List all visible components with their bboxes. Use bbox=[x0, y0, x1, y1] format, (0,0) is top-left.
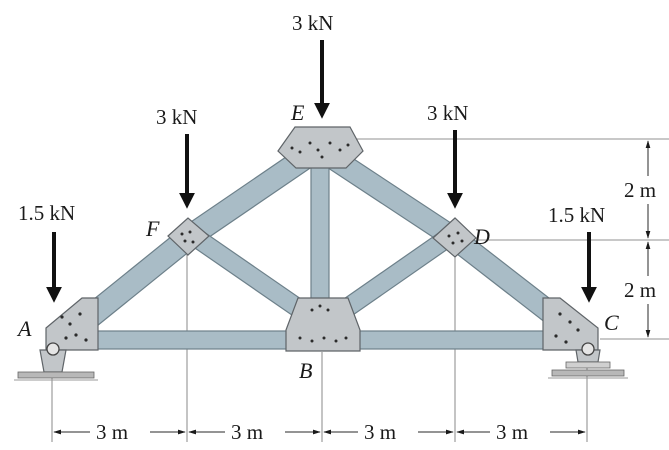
load-label-F: 3 kN bbox=[156, 105, 197, 129]
dim-label-h3: 3 m bbox=[364, 420, 396, 444]
dim-label-h4: 3 m bbox=[496, 420, 528, 444]
load-label-E: 3 kN bbox=[292, 11, 333, 35]
gusset-plate-D bbox=[432, 217, 477, 258]
node-label-A: A bbox=[16, 316, 32, 341]
load-label-D: 3 kN bbox=[427, 101, 468, 125]
gusset-plates bbox=[45, 126, 599, 352]
roller-support-C bbox=[548, 342, 628, 379]
node-label-F: F bbox=[145, 216, 160, 241]
node-labels: A F E D B C bbox=[16, 100, 619, 383]
dim-label-h2: 3 m bbox=[231, 420, 263, 444]
pin-support-A bbox=[14, 342, 98, 381]
gusset-plate-C bbox=[542, 297, 599, 351]
gusset-plate-E bbox=[277, 126, 364, 169]
load-labels: 1.5 kN 3 kN 3 kN 3 kN 1.5 kN bbox=[18, 11, 605, 227]
node-label-E: E bbox=[290, 100, 305, 125]
member-EB bbox=[310, 159, 330, 311]
vertical-dimensions: 2 m 2 m bbox=[624, 140, 656, 338]
gusset-plate-B bbox=[285, 297, 361, 352]
load-label-A: 1.5 kN bbox=[18, 201, 75, 225]
node-label-D: D bbox=[473, 224, 490, 249]
dim-label-h1: 3 m bbox=[96, 420, 128, 444]
load-arrows bbox=[46, 40, 597, 303]
dim-label-v2: 2 m bbox=[624, 278, 656, 302]
node-label-B: B bbox=[299, 358, 312, 383]
node-label-C: C bbox=[604, 310, 619, 335]
horizontal-dimensions: 3 m 3 m 3 m 3 m bbox=[53, 420, 586, 444]
gusset-plate-A bbox=[45, 297, 99, 351]
rivets bbox=[60, 141, 580, 344]
gusset-plate-F bbox=[167, 217, 210, 256]
load-label-C: 1.5 kN bbox=[548, 203, 605, 227]
dim-label-v1: 2 m bbox=[624, 178, 656, 202]
